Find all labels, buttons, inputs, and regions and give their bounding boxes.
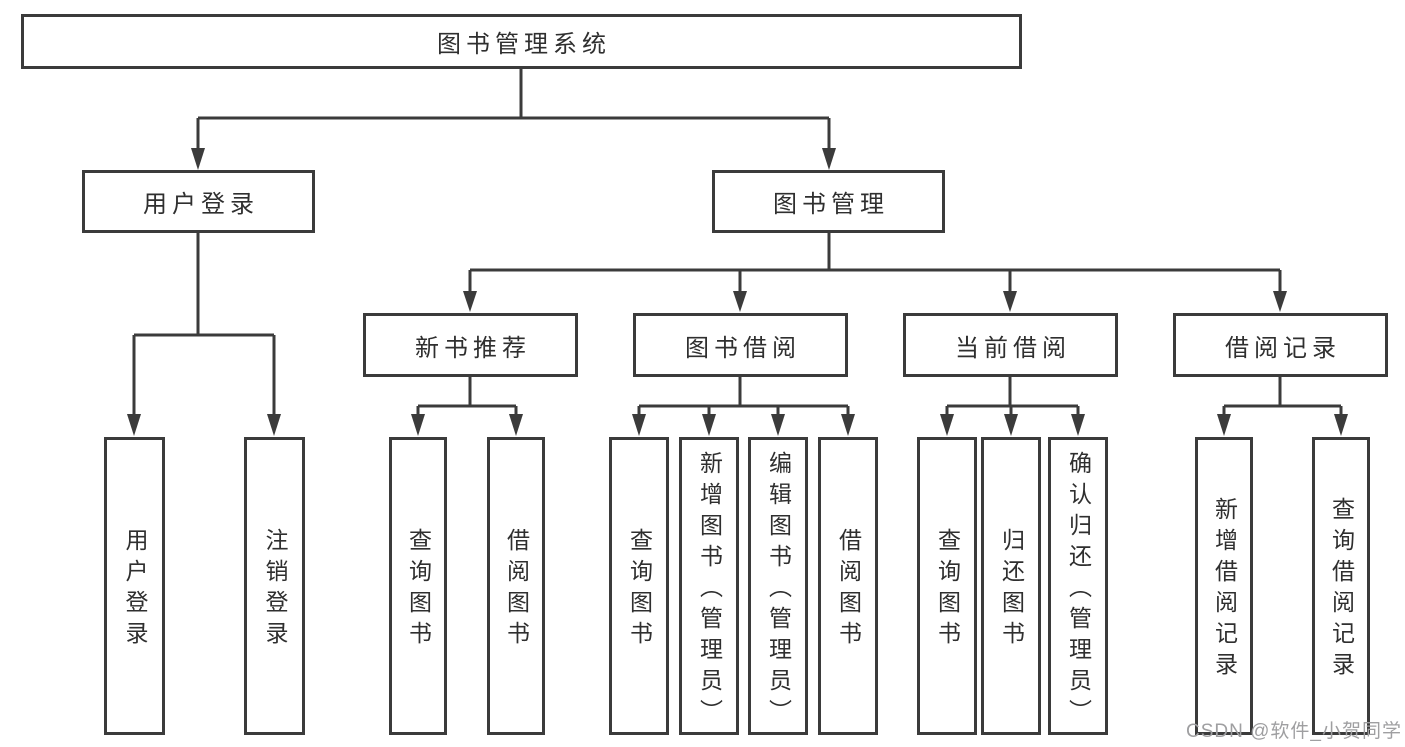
leaf-label: 查询图书 — [626, 528, 653, 652]
node-label: 借阅记录 — [1225, 334, 1341, 362]
node-book-management: 图书管理 — [712, 170, 945, 233]
connector-user-login-to-leaves — [127, 233, 281, 436]
leaf-add-borrow-record: 新增借阅记录 — [1195, 437, 1253, 735]
leaf-label: 注销登录 — [262, 528, 288, 652]
leaf-query-books-borrow: 查询图书 — [609, 437, 669, 735]
leaf-label: 新增借阅记录 — [1211, 497, 1238, 683]
leaf-query-borrow-record: 查询借阅记录 — [1312, 437, 1370, 735]
leaf-add-books-admin: 新增图书（管理员） — [679, 437, 739, 735]
connector-current-borrow-to-leaves — [940, 377, 1085, 436]
leaf-label: 借阅图书 — [835, 528, 862, 652]
leaf-label: 新增图书（管理员） — [696, 450, 723, 730]
node-library-management-system: 图书管理系统 — [21, 14, 1022, 69]
node-label: 用户登录 — [143, 191, 259, 218]
leaf-label: 用户登录 — [122, 528, 148, 652]
leaf-query-books-recommend: 查询图书 — [389, 437, 447, 735]
leaf-label: 编辑图书（管理员） — [765, 450, 792, 730]
node-label: 当前借阅 — [955, 334, 1071, 362]
node-label: 图书管理系统 — [437, 31, 611, 58]
leaf-return-books: 归还图书 — [981, 437, 1041, 735]
node-borrow-records: 借阅记录 — [1173, 313, 1388, 377]
leaf-edit-books-admin: 编辑图书（管理员） — [748, 437, 808, 735]
node-user-login: 用户登录 — [82, 170, 315, 233]
csdn-watermark: CSDN @软件_小贺同学 — [1186, 721, 1402, 742]
connector-root-to-level2 — [191, 69, 836, 170]
node-book-borrow: 图书借阅 — [633, 313, 848, 377]
leaf-user-login: 用户登录 — [104, 437, 165, 735]
node-current-borrow: 当前借阅 — [903, 313, 1118, 377]
leaf-borrow-books-recommend: 借阅图书 — [487, 437, 545, 735]
leaf-label: 查询借阅记录 — [1328, 497, 1355, 683]
node-label: 图书借阅 — [685, 334, 801, 362]
leaf-label: 查询图书 — [405, 528, 432, 652]
leaf-label: 查询图书 — [934, 528, 961, 652]
connector-borrow-records-to-leaves — [1217, 377, 1348, 436]
leaf-logout: 注销登录 — [244, 437, 305, 735]
connector-book-borrow-to-leaves — [632, 377, 855, 436]
node-new-book-recommend: 新书推荐 — [363, 313, 578, 377]
leaf-label: 归还图书 — [998, 528, 1025, 652]
leaf-label: 借阅图书 — [503, 528, 530, 652]
node-label: 图书管理 — [773, 191, 889, 218]
node-label: 新书推荐 — [415, 334, 531, 362]
leaf-confirm-return-admin: 确认归还（管理员） — [1048, 437, 1108, 735]
leaf-query-books-current: 查询图书 — [917, 437, 977, 735]
leaf-label: 确认归还（管理员） — [1065, 450, 1092, 730]
connector-book-management-to-level3 — [463, 233, 1287, 312]
leaf-borrow-books: 借阅图书 — [818, 437, 878, 735]
connector-new-book-recommend-to-leaves — [411, 377, 523, 436]
